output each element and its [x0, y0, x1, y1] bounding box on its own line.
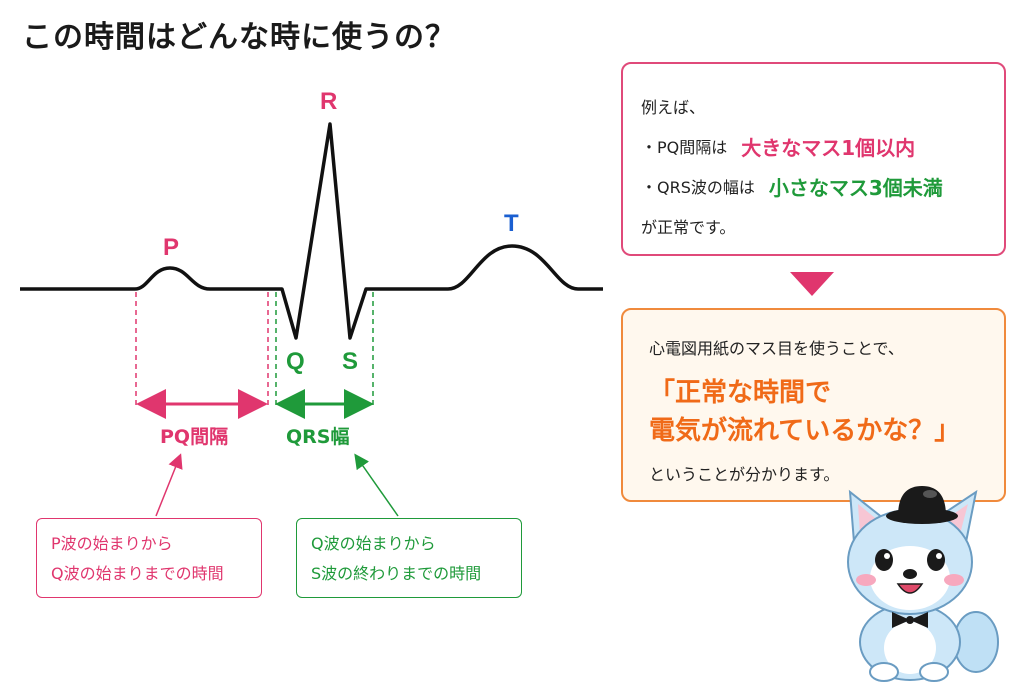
pq-note-pointer: [155, 453, 183, 517]
qrs-note-line1: Q波の始まりから: [311, 534, 436, 553]
summary-line1: 心電図用紙のマス目を使うことで、: [649, 339, 904, 358]
qrs-note-box: Q波の始まりから S波の終わりまでの時間: [296, 518, 522, 598]
pq-interval-label: PQ間隔: [160, 426, 229, 448]
page-title: この時間はどんな時に使うの？: [22, 20, 456, 55]
q-wave-label: Q: [286, 348, 305, 375]
ecg-trace: [20, 122, 603, 340]
info-row-pq: ・PQ間隔は 大きなマス1個以内: [641, 126, 984, 166]
s-wave-label: S: [342, 348, 359, 375]
qrs-note-pointer: [354, 453, 399, 517]
t-wave-label: T: [504, 210, 519, 237]
summary-quote-line1: 「正常な時間で: [649, 378, 832, 408]
r-wave-label: R: [320, 88, 338, 115]
summary-quote-line2: 電気が流れているかな？」: [649, 416, 961, 446]
info-row-qrs: ・QRS波の幅は 小さなマス3個未満: [641, 166, 984, 206]
summary-box: 心電図用紙のマス目を使うことで、 「正常な時間で 電気が流れているかな？」 とい…: [621, 308, 1006, 502]
info-row-pq-value: 大きなマス1個以内: [741, 135, 916, 160]
info-row-qrs-prefix: ・QRS波の幅は: [641, 178, 755, 197]
qrs-note-line2: S波の終わりまでの時間: [311, 564, 482, 583]
p-wave-label: P: [163, 234, 180, 261]
pq-note-line2: Q波の始まりまでの時間: [51, 564, 224, 583]
pq-note-line1: P波の始まりから: [51, 534, 173, 553]
summary-line3: ということが分かります。: [649, 465, 840, 484]
info-row-qrs-value: 小さなマス3個未満: [768, 175, 943, 200]
qrs-width-label: QRS幅: [286, 426, 350, 448]
normal-range-box: 例えば、 ・PQ間隔は 大きなマス1個以内 ・QRS波の幅は 小さなマス3個未満…: [621, 62, 1006, 256]
info-intro: 例えば、: [641, 98, 706, 117]
info-outro: が正常です。: [641, 218, 736, 237]
dog-mascot-icon: [847, 486, 999, 682]
pq-note-box: P波の始まりから Q波の始まりまでの時間: [36, 518, 262, 598]
down-arrow-icon: [790, 272, 834, 296]
ecg-diagram: [20, 122, 603, 517]
info-row-pq-prefix: ・PQ間隔は: [641, 138, 728, 157]
